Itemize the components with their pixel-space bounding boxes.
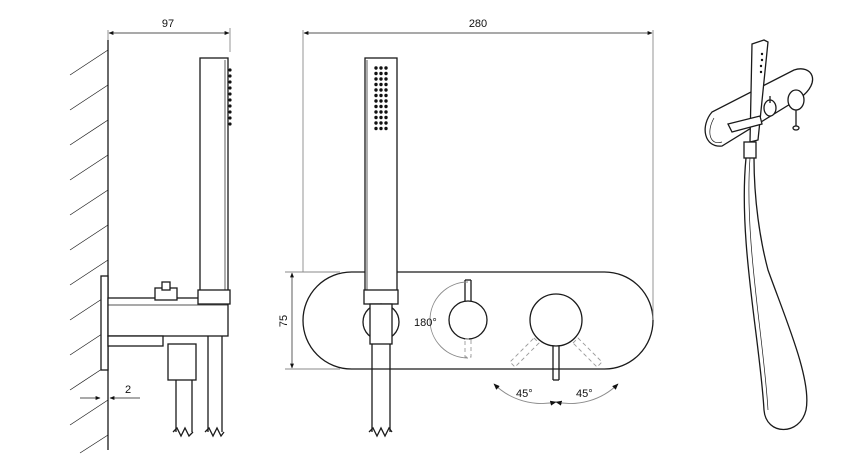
- nozzle-dot: [374, 82, 378, 87]
- dim-plate-height: 75: [278, 315, 290, 327]
- spray-nozzles-side: [228, 68, 232, 126]
- nozzle-dot: [379, 121, 383, 125]
- hand-shower-side: [199, 57, 229, 299]
- nozzle-dot: [374, 93, 378, 98]
- angle-mixer-left: 45°: [516, 388, 533, 400]
- diverter-knob-front: [448, 300, 488, 340]
- nozzle-dot: [379, 66, 383, 70]
- hose-connector-side: [167, 343, 197, 381]
- nozzle-dot: [384, 88, 388, 92]
- wall-plate-side: [100, 275, 109, 371]
- nozzle-dot: [379, 110, 383, 114]
- nozzle-dot: [374, 88, 378, 92]
- nozzle-dot: [384, 126, 388, 131]
- dim-plate-width: 280: [469, 18, 487, 30]
- front-view: 180° 45° 45° 280 75: [278, 18, 654, 438]
- nozzle-dot: [379, 77, 383, 81]
- isometric-view: [704, 39, 814, 431]
- holder-front: [363, 289, 399, 305]
- nozzle-dot: [374, 121, 378, 125]
- mixer-knob-iso: [787, 89, 805, 111]
- angle-diverter: 180°: [414, 317, 437, 329]
- mixer-knob-front: [529, 293, 583, 347]
- nozzle-dot: [379, 71, 383, 76]
- nozzle-dot: [384, 66, 388, 70]
- spray-nozzles-front: [374, 66, 388, 131]
- nozzle-dot: [379, 99, 383, 103]
- hose-iso: [743, 157, 808, 431]
- nozzle-dot: [384, 121, 388, 125]
- nozzle-dot: [379, 88, 383, 92]
- nozzle-dot: [374, 126, 378, 131]
- angle-mixer-right: 45°: [576, 388, 593, 400]
- nozzle-dot: [379, 115, 383, 120]
- nozzle-dot: [374, 104, 378, 109]
- nozzle-dot: [384, 71, 388, 76]
- nozzle-dot: [379, 93, 383, 98]
- nozzle-dot: [384, 99, 388, 103]
- mixer-arc-right: [555, 383, 619, 406]
- hose-connector-iso: [743, 141, 757, 159]
- dim-wall-gap: 2: [125, 384, 131, 396]
- mixer-lever-right-position: [572, 337, 603, 368]
- nozzle-dot: [384, 110, 388, 114]
- diverter-knob-alt-position: [464, 338, 472, 358]
- nozzle-dot: [384, 77, 388, 81]
- nozzle-dot: [379, 82, 383, 87]
- holder-iso: [727, 115, 763, 133]
- valve-trim-side: [107, 335, 164, 347]
- nozzle-dot: [374, 99, 378, 103]
- nozzle-dot: [384, 115, 388, 120]
- nozzle-dot: [374, 66, 378, 70]
- nozzle-dot: [379, 104, 383, 109]
- mixer-arc-left: [493, 383, 557, 406]
- nozzle-dot: [384, 104, 388, 109]
- side-view: 97 2: [69, 18, 232, 454]
- nozzle-dot: [374, 77, 378, 81]
- mixer-lever-left-position: [509, 337, 540, 368]
- diverter-rotation-arc: [429, 281, 469, 359]
- nozzle-dot: [374, 71, 378, 76]
- nozzle-dot: [384, 93, 388, 98]
- nozzle-dot: [379, 126, 383, 131]
- wall-hatching: [69, 49, 109, 454]
- nozzle-dot: [384, 82, 388, 87]
- nozzle-dot: [374, 110, 378, 114]
- nozzle-dot: [374, 115, 378, 120]
- holder-side: [197, 289, 231, 305]
- dim-side-depth: 97: [162, 18, 174, 30]
